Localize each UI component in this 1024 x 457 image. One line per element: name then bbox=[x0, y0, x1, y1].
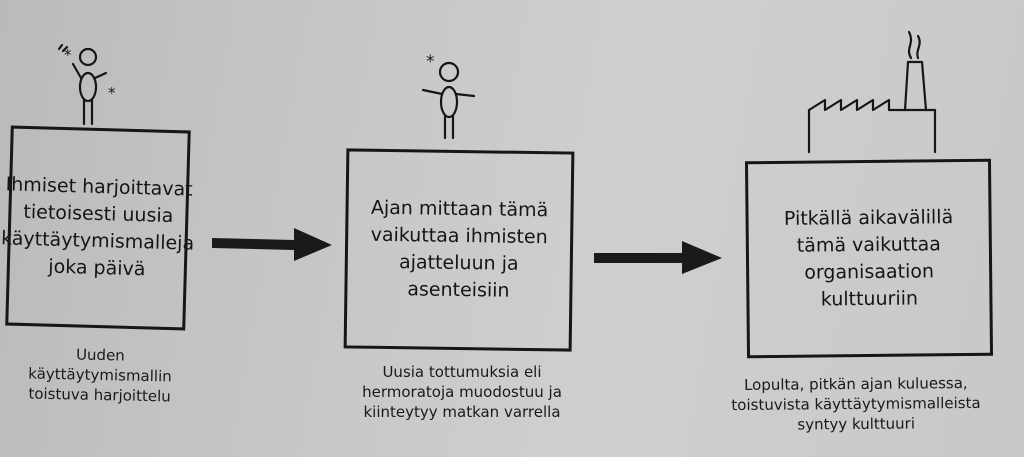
step-box-text: Ajan mittaan tämä vaikuttaa ihmisten aja… bbox=[370, 196, 549, 302]
step-caption-culture: Lopulta, pitkän ajan kuluessa, toistuvis… bbox=[731, 374, 981, 434]
factory-icon bbox=[807, 30, 937, 154]
step-caption-practice: Uuden käyttäytymismallin toistuva harjoi… bbox=[28, 345, 172, 406]
person-icon: * bbox=[421, 52, 476, 140]
step-box-culture: Pitkällä aikavälillä tämä vaikuttaa orga… bbox=[744, 158, 994, 359]
svg-text:*: * bbox=[108, 84, 116, 102]
svg-text:*: * bbox=[64, 46, 72, 64]
step-caption-thinking: Uusia tottumuksia eli hermoratoja muodos… bbox=[362, 363, 562, 421]
arrow-right-icon bbox=[212, 228, 332, 261]
step-box-thinking: Ajan mittaan tämä vaikuttaa ihmisten aja… bbox=[343, 148, 575, 352]
svg-text:*: * bbox=[426, 52, 435, 72]
step-box-text: Ihmiset harjoittavat tietoisesti uusia k… bbox=[0, 173, 195, 281]
arrow-right-icon bbox=[594, 241, 722, 274]
step-box-text: Pitkällä aikavälillä tämä vaikuttaa orga… bbox=[783, 205, 954, 311]
step-box-practice: Ihmiset harjoittavat tietoisesti uusia k… bbox=[1, 125, 194, 331]
person-thinking-icon: * * bbox=[57, 43, 116, 126]
